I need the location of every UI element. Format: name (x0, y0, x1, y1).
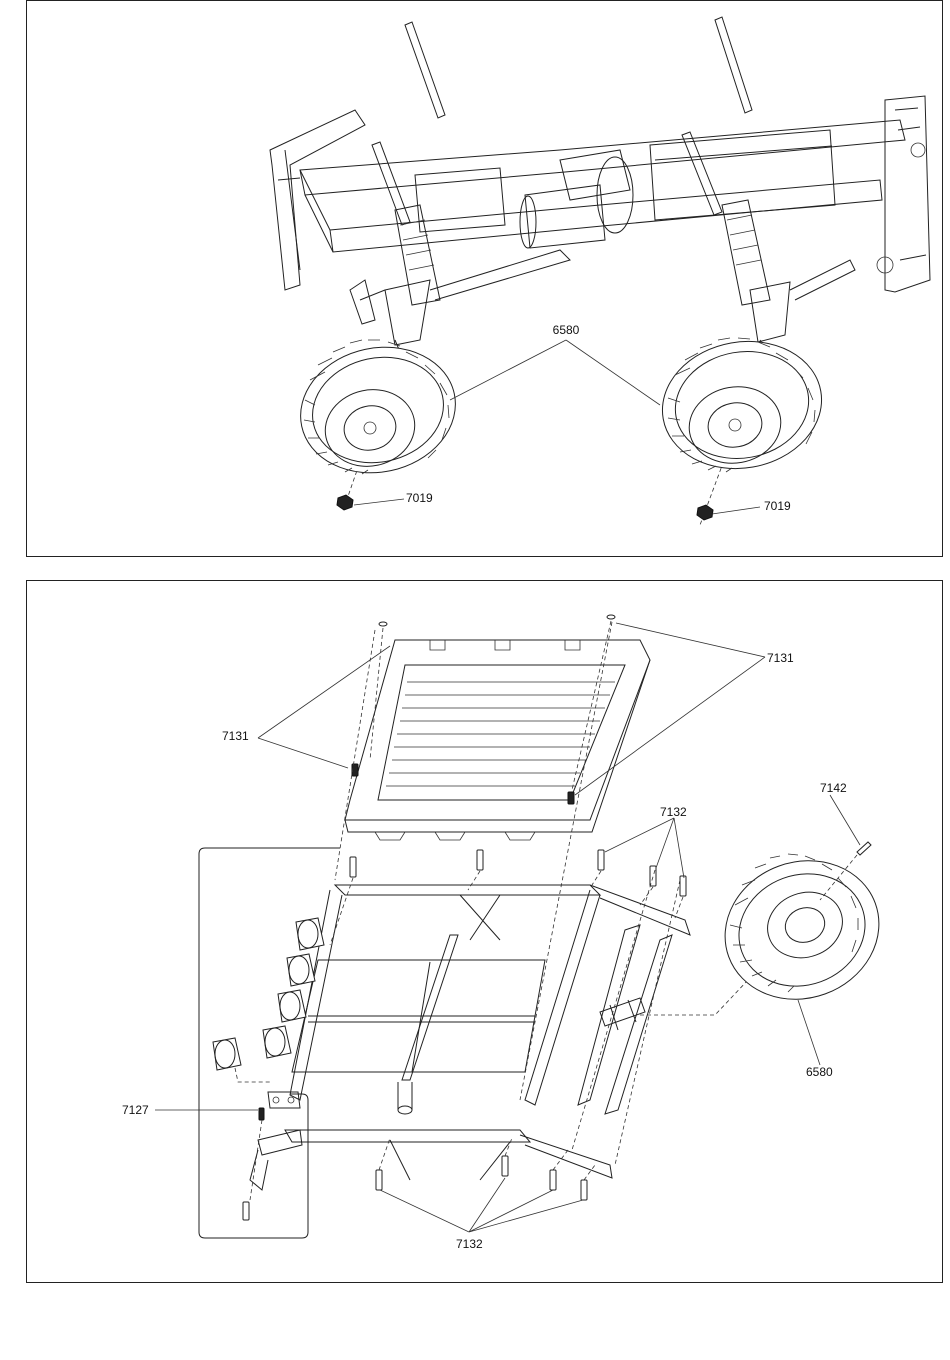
callout-7019-right: 7019 (764, 499, 791, 513)
screw-7132-mid-icons (330, 850, 686, 945)
screw-7131-left-icon (352, 622, 387, 776)
roof-panel (345, 640, 650, 840)
light-bracket (243, 1092, 302, 1220)
spare-wheel (705, 839, 898, 1020)
nut-right-icon (697, 505, 713, 520)
callout-6580-top: 6580 (553, 323, 580, 337)
wheel-right (652, 329, 831, 481)
callout-7131-left: 7131 (222, 729, 249, 743)
spare-mount (578, 925, 672, 1114)
chassis-drawing (270, 17, 930, 352)
rack-frame (285, 885, 690, 1180)
light-pods (213, 918, 324, 1070)
callout-6580-spare: 6580 (806, 1065, 833, 1079)
callout-7132-bottom: 7132 (456, 1237, 483, 1251)
callout-7131-right: 7131 (767, 651, 794, 665)
wheel-left (289, 333, 467, 487)
callout-7019-left: 7019 (406, 491, 433, 505)
callout-7132-mid: 7132 (660, 805, 687, 819)
screw-7132-bottom-icons (376, 1138, 595, 1200)
nut-left-icon (337, 495, 353, 510)
callout-7127: 7127 (122, 1103, 149, 1117)
callout-7142: 7142 (820, 781, 847, 795)
